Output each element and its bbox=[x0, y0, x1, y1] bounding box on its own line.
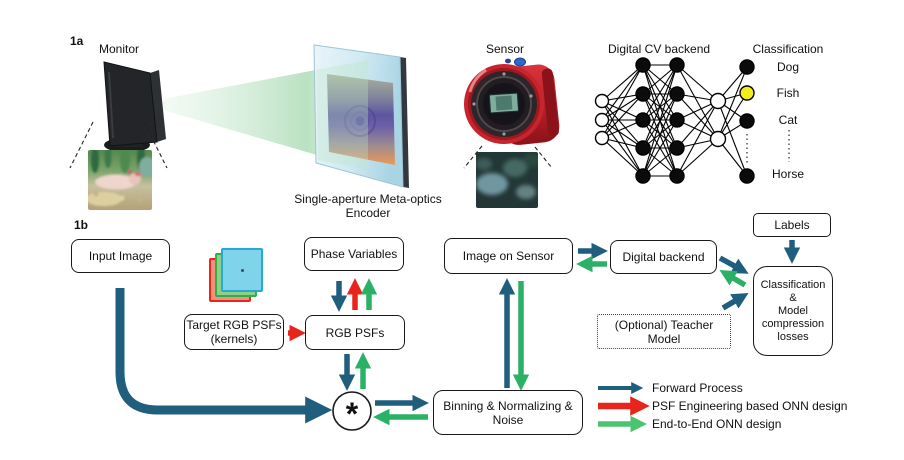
network-node bbox=[594, 93, 610, 109]
monitor-illustration bbox=[103, 61, 166, 153]
phase-variables-box: Phase Variables bbox=[304, 237, 404, 271]
encoder-label: Single-aperture Meta-optics Encoder bbox=[278, 192, 458, 220]
network-node bbox=[669, 86, 685, 102]
sensor-image-thumbnail bbox=[476, 152, 538, 208]
monitor-label: Monitor bbox=[99, 42, 140, 56]
losses-line2: & bbox=[789, 291, 797, 304]
legend-psf-engineering: PSF Engineering based ONN design bbox=[652, 399, 848, 413]
losses-line4: compression bbox=[761, 317, 825, 330]
cv-backend-label: Digital CV backend bbox=[608, 42, 711, 56]
legend-end-to-end: End-to-End ONN design bbox=[652, 417, 782, 431]
digital-backend-text: Digital backend bbox=[622, 250, 705, 264]
encoder-label-line2: Encoder bbox=[345, 206, 391, 220]
cone-slab-overlap bbox=[316, 60, 368, 170]
network-node bbox=[635, 112, 651, 128]
binning-line1: Binning & Normalizing & bbox=[443, 398, 573, 413]
panel-a-tag: 1a bbox=[70, 34, 84, 48]
class-label-fish: Fish bbox=[776, 86, 800, 100]
kernel-cyan-layer bbox=[221, 248, 263, 292]
network-node bbox=[635, 140, 651, 156]
losses-box: Classification & Model compression losse… bbox=[753, 266, 833, 356]
network-node bbox=[669, 168, 685, 184]
teacher-model-line1: (Optional) Teacher bbox=[614, 317, 714, 332]
legend-arrows bbox=[598, 382, 650, 433]
rgb-psfs-box: RGB PSFs bbox=[305, 315, 405, 350]
network-node bbox=[709, 130, 727, 148]
binning-line2: Noise bbox=[492, 412, 524, 427]
class-label-horse: Horse bbox=[771, 167, 804, 181]
encoder-label-line1: Single-aperture Meta-optics bbox=[294, 192, 442, 206]
input-image-box: Input Image bbox=[71, 239, 170, 273]
image-on-sensor-box: Image on Sensor bbox=[444, 238, 573, 274]
kernel-psf-dot bbox=[241, 269, 244, 272]
target-rgb-psfs-box: Target RGB PSFs (kernels) bbox=[184, 314, 284, 350]
network-node bbox=[635, 86, 651, 102]
image-on-sensor-text: Image on Sensor bbox=[462, 249, 555, 263]
teacher-model-box: (Optional) Teacher Model bbox=[597, 314, 731, 349]
network-node bbox=[669, 57, 685, 73]
labels-box: Labels bbox=[753, 213, 831, 237]
losses-line5: losses bbox=[777, 330, 809, 343]
network-node bbox=[709, 92, 727, 110]
class-label-dog: Dog bbox=[776, 60, 799, 74]
digital-backend-box: Digital backend bbox=[610, 240, 717, 274]
sensor-camera-illustration bbox=[464, 57, 560, 145]
phase-variables-text: Phase Variables bbox=[310, 247, 398, 261]
binning-box: Binning & Normalizing & Noise bbox=[433, 390, 583, 435]
network-node bbox=[669, 112, 685, 128]
dashed-callout-lines bbox=[69, 121, 553, 169]
network-node bbox=[635, 168, 651, 184]
sensor-label: Sensor bbox=[486, 42, 525, 56]
network-node bbox=[739, 85, 755, 101]
network-node bbox=[669, 140, 685, 156]
input-image-text: Input Image bbox=[88, 249, 153, 263]
neural-network-diagram bbox=[594, 57, 755, 184]
classification-label: Classification bbox=[752, 42, 824, 56]
light-cone bbox=[163, 60, 368, 170]
class-label-cat: Cat bbox=[778, 113, 798, 127]
labels-text: Labels bbox=[774, 218, 810, 232]
losses-line3: Model bbox=[778, 304, 808, 317]
network-node bbox=[739, 168, 755, 184]
panel-b-tag: 1b bbox=[74, 218, 89, 232]
teacher-model-line2: Model bbox=[647, 331, 681, 346]
network-node bbox=[594, 130, 610, 146]
monitor-image-thumbnail bbox=[88, 150, 152, 210]
network-node bbox=[635, 57, 651, 73]
convolution-node: * bbox=[332, 391, 372, 432]
network-node bbox=[594, 112, 610, 128]
target-rgb-psfs-line2: (kernels) bbox=[210, 332, 258, 346]
meta-optics-encoder-illustration bbox=[313, 44, 409, 188]
legend-forward-process: Forward Process bbox=[652, 381, 743, 395]
conv-asterisk: * bbox=[346, 396, 359, 432]
network-dotted-separators bbox=[746, 130, 790, 164]
target-rgb-psfs-line1: Target RGB PSFs bbox=[186, 318, 282, 332]
network-node bbox=[739, 113, 755, 129]
network-node bbox=[739, 59, 755, 75]
losses-line1: Classification bbox=[760, 278, 826, 291]
rgb-psfs-text: RGB PSFs bbox=[325, 325, 385, 340]
